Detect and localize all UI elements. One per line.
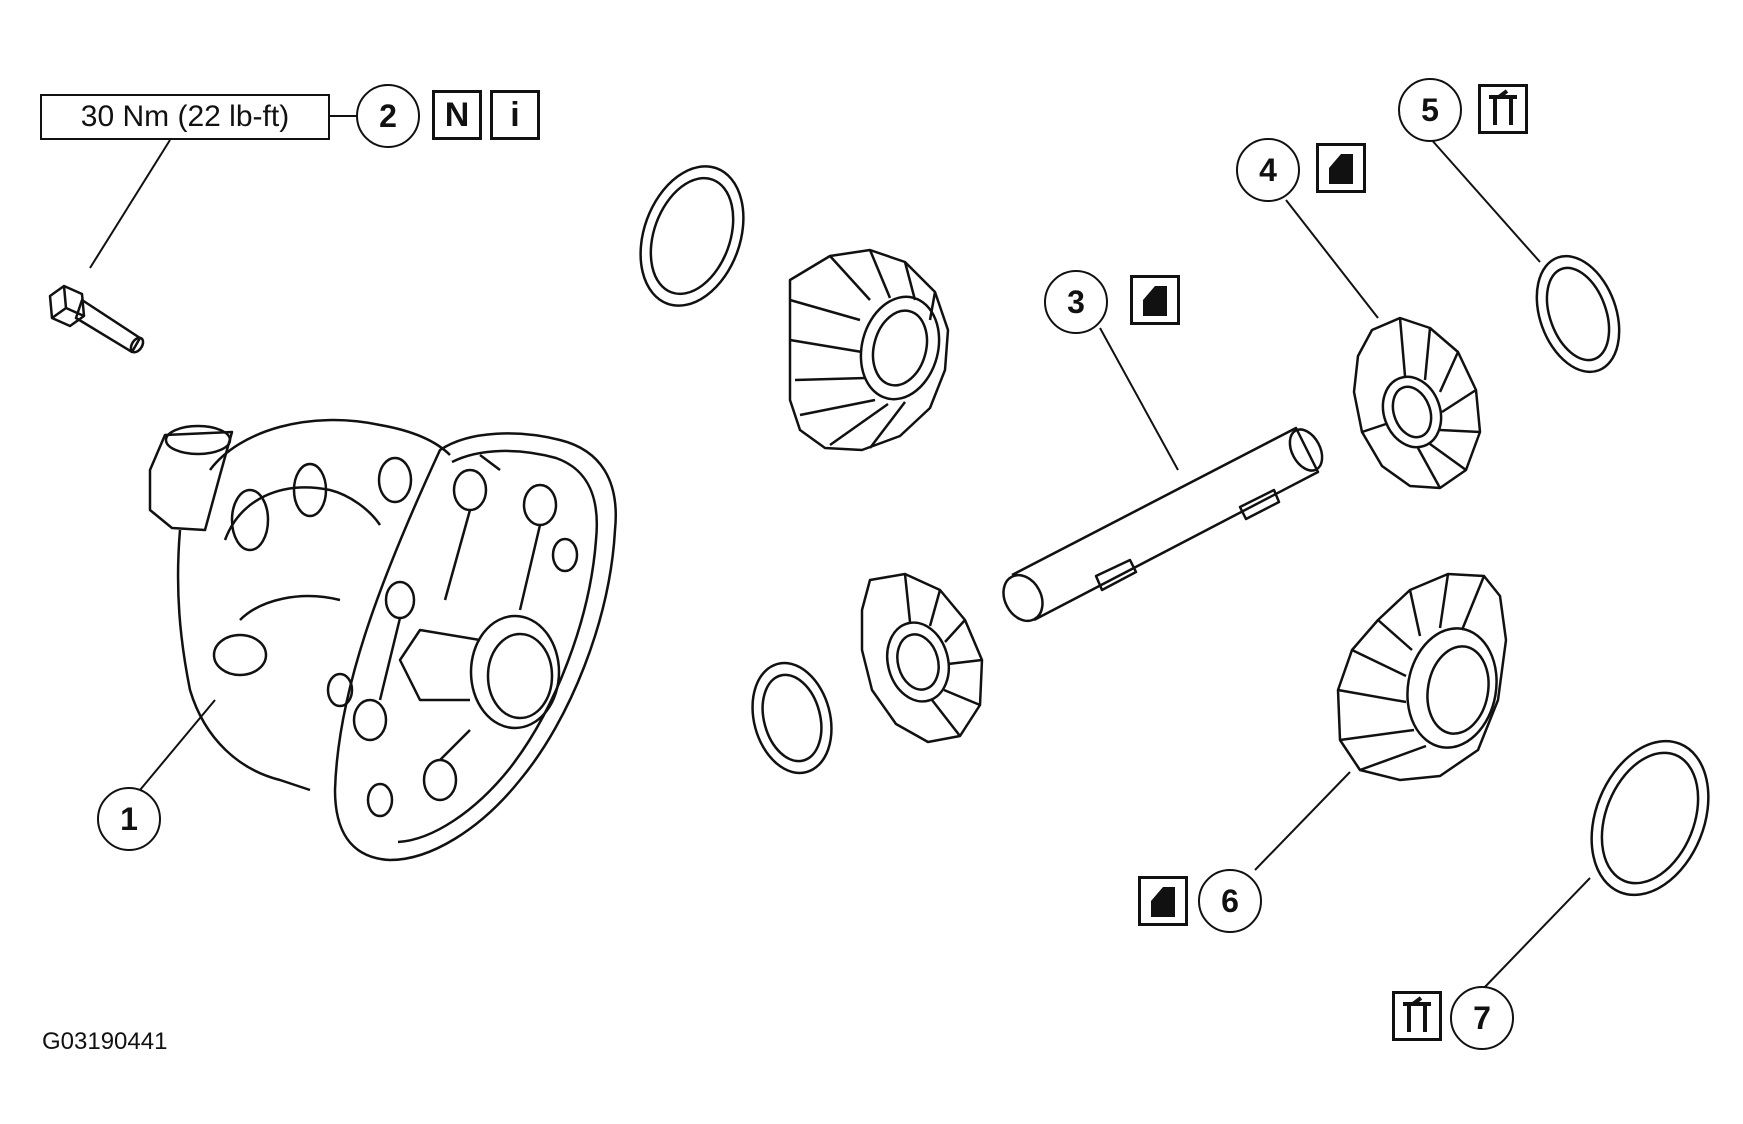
- callout-4: 4: [1236, 138, 1300, 202]
- pinion-gear-upper: [1352, 316, 1482, 490]
- select-measure-icon: [1392, 991, 1442, 1041]
- callout-2: 2: [356, 84, 420, 148]
- leader-lines: [89, 115, 1591, 991]
- callout-7: 7: [1450, 986, 1514, 1050]
- pinion-thrust-washer-lower: [751, 661, 833, 775]
- lubricate-oil-icon: [1130, 275, 1180, 325]
- new-part-n-icon: N: [432, 90, 482, 140]
- thrust-washer-right: [1590, 739, 1710, 897]
- torque-spec-label: 30 Nm (22 lb-ft): [40, 94, 330, 140]
- pinion-thrust-washer-upper: [1535, 254, 1621, 374]
- pinion-gear-lower: [860, 572, 984, 744]
- select-measure-icon: [1478, 84, 1528, 134]
- callout-1: 1: [97, 787, 161, 851]
- callout-5: 5: [1398, 78, 1462, 142]
- information-i-icon: i: [490, 90, 540, 140]
- lubricate-oil-icon: [1316, 143, 1366, 193]
- callout-3: 3: [1044, 270, 1108, 334]
- lubricate-oil-icon: [1138, 876, 1188, 926]
- side-gear-right: [1336, 572, 1508, 782]
- figure-id: G03190441: [42, 1028, 168, 1055]
- bolt: [48, 284, 145, 354]
- pinion-shaft: [1002, 426, 1324, 623]
- thrust-washer-left-upper: [639, 165, 745, 307]
- callout-6: 6: [1198, 869, 1262, 933]
- differential-case: [148, 418, 617, 862]
- side-gear-left: [788, 248, 950, 452]
